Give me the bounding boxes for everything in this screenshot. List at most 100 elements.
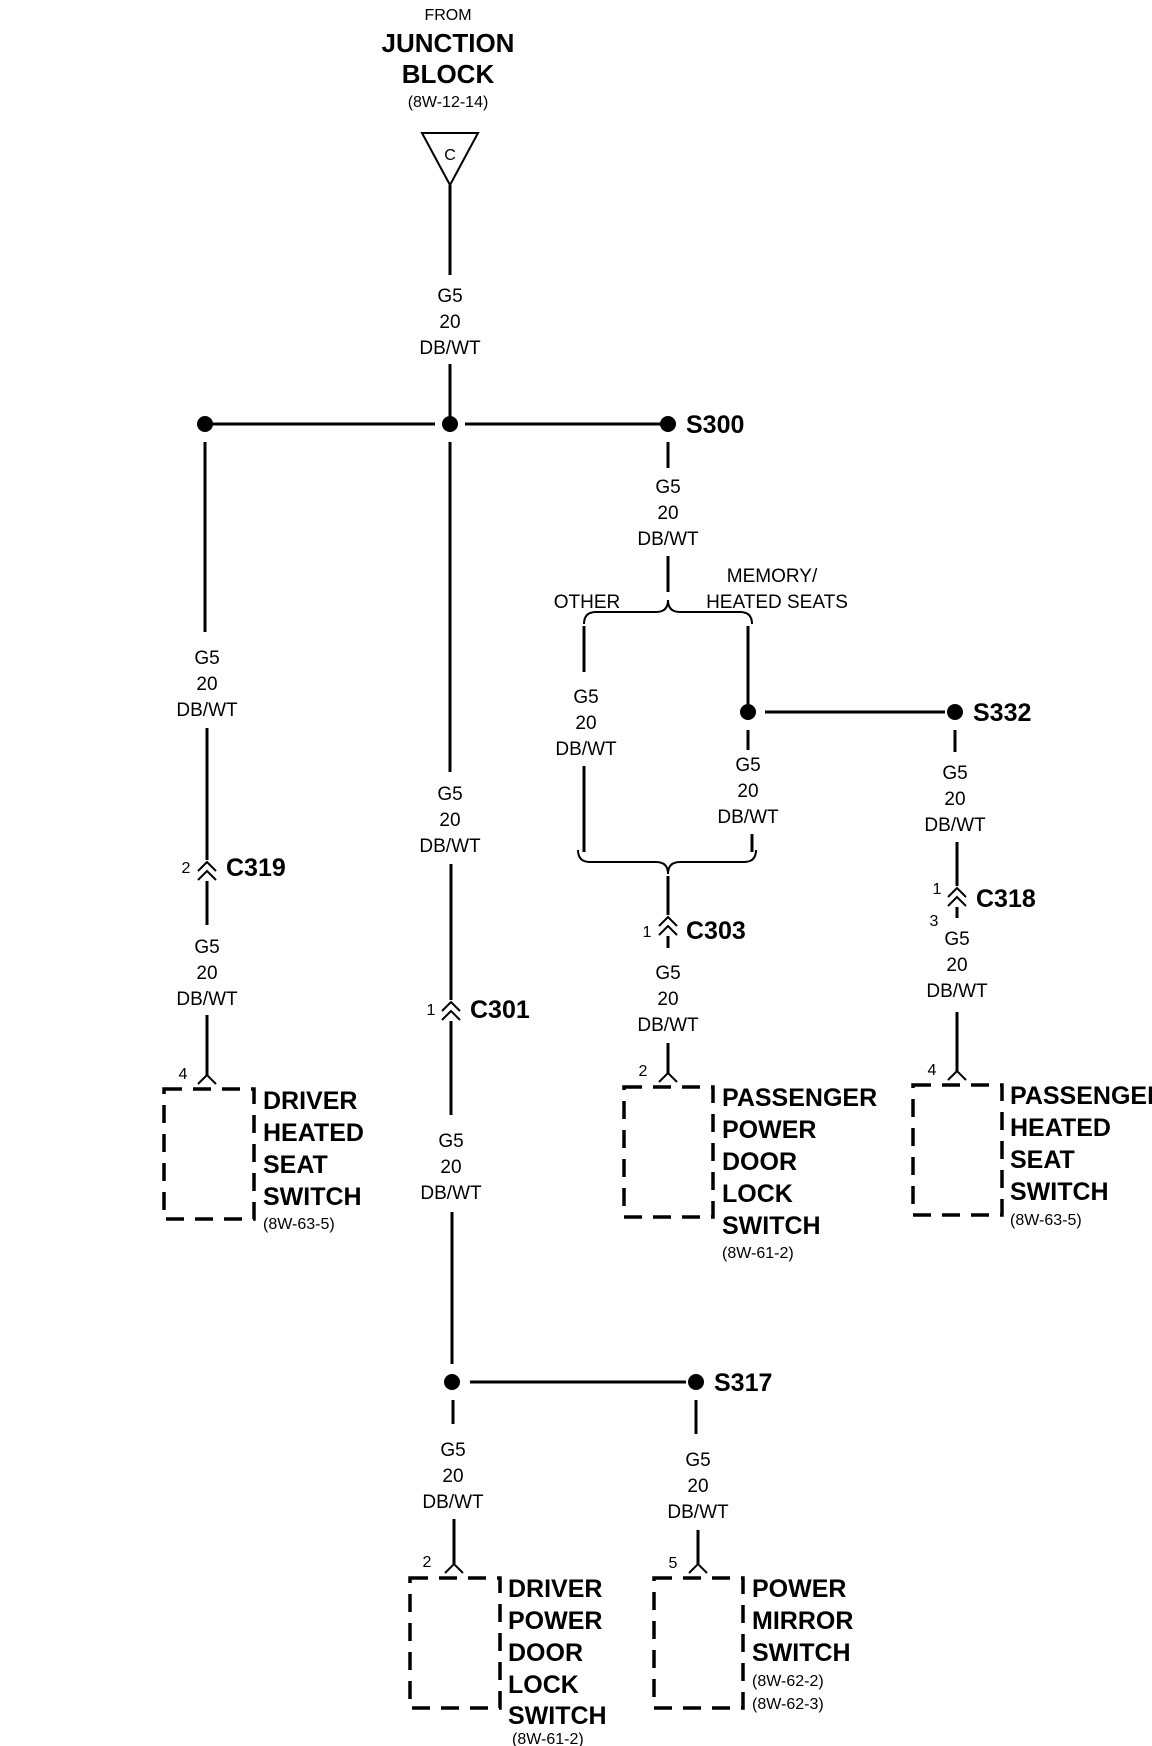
splice-dot <box>688 1374 704 1390</box>
wire-label-circuit: G5 <box>194 648 219 669</box>
passenger-door-lock-line4: LOCK <box>722 1180 793 1208</box>
driver-door-lock-switch-box <box>408 1576 502 1710</box>
connector-chevron-icon <box>947 886 967 898</box>
connector-chevron-icon <box>197 860 217 872</box>
passenger-door-lock-switch-box <box>622 1085 715 1219</box>
connector-letter: C <box>444 147 456 164</box>
wire-label-gauge: 20 <box>944 789 965 810</box>
wire-label-circuit: G5 <box>655 477 680 498</box>
power-mirror-ref1: (8W-62-2) <box>752 1673 824 1690</box>
power-mirror-line1: POWER <box>752 1575 846 1603</box>
wire-label-gauge: 20 <box>442 1466 463 1487</box>
wire-label-gauge: 20 <box>196 963 217 984</box>
wire-label-color: DB/WT <box>924 815 986 836</box>
driver-door-lock-pin: 2 <box>423 1554 432 1571</box>
wire-label-circuit: G5 <box>685 1450 710 1471</box>
wire-label-gauge: 20 <box>687 1476 708 1497</box>
passenger-heated-seat-line1: PASSENGER <box>1010 1082 1152 1110</box>
wire-label-color: DB/WT <box>555 739 617 760</box>
connector-c303-label: C303 <box>686 917 746 945</box>
passenger-heated-seat-pin: 4 <box>928 1062 937 1079</box>
wire-label-color: DB/WT <box>926 981 988 1002</box>
power-mirror-switch-box <box>652 1576 745 1710</box>
splice-label-s332: S332 <box>973 699 1031 727</box>
wire-label-gauge: 20 <box>439 810 460 831</box>
splice-label-s317: S317 <box>714 1369 772 1397</box>
connector-chevron-icon <box>658 924 678 936</box>
wire-label-color: DB/WT <box>419 836 481 857</box>
connector-c319-pin: 2 <box>182 860 191 877</box>
wire-label-color: DB/WT <box>637 1015 699 1036</box>
connector-chevron-icon <box>197 869 217 881</box>
splice-dot <box>660 416 676 432</box>
driver-door-lock-line3: DOOR <box>508 1639 583 1667</box>
splice-dot <box>740 704 756 720</box>
wire-label-color: DB/WT <box>419 338 481 359</box>
passenger-heated-seat-line4: SWITCH <box>1010 1178 1109 1206</box>
source-from-label: FROM <box>424 7 471 24</box>
wire-label-color: DB/WT <box>420 1183 482 1204</box>
wire-label-circuit: G5 <box>194 937 219 958</box>
connector-chevron-icon <box>947 895 967 907</box>
pin-chevron-icon <box>688 1562 708 1574</box>
wire-label-circuit: G5 <box>437 784 462 805</box>
wire-label-gauge: 20 <box>575 713 596 734</box>
driver-heated-seat-switch-box <box>162 1087 256 1221</box>
wire-label-gauge: 20 <box>657 989 678 1010</box>
wire-label-circuit: G5 <box>944 929 969 950</box>
branch-other-label: OTHER <box>554 592 621 613</box>
connector-c318-pin-top: 1 <box>933 881 942 898</box>
power-mirror-pin: 5 <box>669 1555 678 1572</box>
passenger-heated-seat-switch-box <box>911 1083 1004 1217</box>
power-mirror-line2: MIRROR <box>752 1607 853 1635</box>
pin-chevron-icon <box>658 1071 678 1083</box>
connector-triangle-icon <box>420 132 480 188</box>
passenger-door-lock-pin: 2 <box>639 1063 648 1080</box>
passenger-door-lock-line1: PASSENGER <box>722 1084 877 1112</box>
source-name-line2: BLOCK <box>402 59 495 89</box>
wire-label-color: DB/WT <box>176 700 238 721</box>
passenger-door-lock-line5: SWITCH <box>722 1212 821 1240</box>
wire-label-gauge: 20 <box>196 674 217 695</box>
driver-door-lock-line4: LOCK <box>508 1671 579 1699</box>
pin-chevron-icon <box>197 1073 217 1085</box>
wire-label-color: DB/WT <box>422 1492 484 1513</box>
pin-chevron-icon <box>947 1069 967 1081</box>
branch-brace-top <box>583 599 753 625</box>
connector-chevron-icon <box>658 915 678 927</box>
driver-door-lock-line5: SWITCH <box>508 1702 607 1730</box>
splice-dot <box>442 416 458 432</box>
connector-c303-pin: 1 <box>643 924 652 941</box>
wire-label-circuit: G5 <box>440 1440 465 1461</box>
source-ref: (8W-12-14) <box>408 94 489 111</box>
power-mirror-ref2: (8W-62-3) <box>752 1696 824 1713</box>
splice-dot <box>444 1374 460 1390</box>
connector-c301-pin: 1 <box>427 1002 436 1019</box>
driver-heated-seat-ref: (8W-63-5) <box>263 1216 335 1233</box>
driver-heated-seat-line4: SWITCH <box>263 1183 362 1211</box>
source-name-line1: JUNCTION <box>382 28 515 58</box>
power-mirror-line3: SWITCH <box>752 1639 851 1667</box>
splice-label-s300: S300 <box>686 411 744 439</box>
wire-label-circuit: G5 <box>655 963 680 984</box>
wire-label-circuit: G5 <box>573 687 598 708</box>
driver-door-lock-line1: DRIVER <box>508 1575 602 1603</box>
driver-door-lock-line2: POWER <box>508 1607 602 1635</box>
wire-label-color: DB/WT <box>667 1502 729 1523</box>
passenger-heated-seat-ref: (8W-63-5) <box>1010 1212 1082 1229</box>
pin-chevron-icon <box>444 1562 464 1574</box>
wire-label-circuit: G5 <box>438 1131 463 1152</box>
connector-c301-label: C301 <box>470 996 530 1024</box>
passenger-door-lock-line3: DOOR <box>722 1148 797 1176</box>
driver-heated-seat-line2: HEATED <box>263 1119 364 1147</box>
wire-label-color: DB/WT <box>717 807 779 828</box>
splice-dot <box>197 416 213 432</box>
passenger-door-lock-ref: (8W-61-2) <box>722 1245 794 1262</box>
connector-chevron-icon <box>441 1009 461 1021</box>
wire-label-circuit: G5 <box>735 755 760 776</box>
wire-label-gauge: 20 <box>946 955 967 976</box>
passenger-heated-seat-line2: HEATED <box>1010 1114 1111 1142</box>
wire-label-circuit: G5 <box>437 286 462 307</box>
splice-dot <box>947 704 963 720</box>
